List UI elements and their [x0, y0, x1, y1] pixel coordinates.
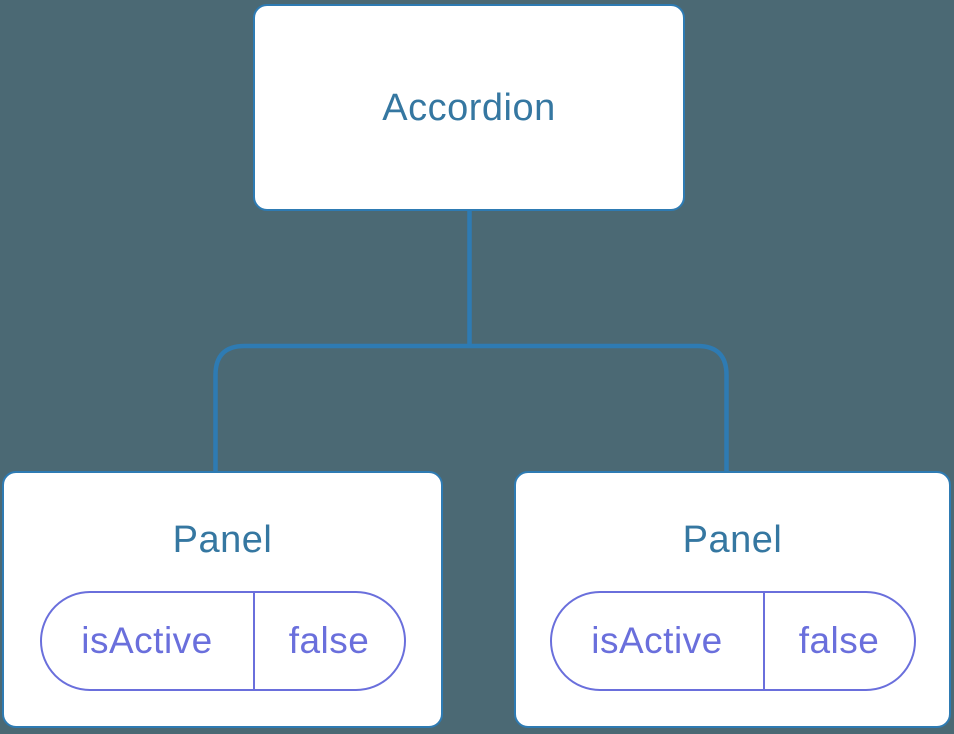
state-key-label: isActive [42, 593, 255, 689]
accordion-node: Accordion [253, 4, 685, 211]
branch-line [213, 343, 729, 472]
state-value-label: false [798, 620, 880, 661]
panel-node-right: Panel isActive false [514, 471, 951, 728]
state-key-label: isActive [552, 593, 765, 689]
panel-node-left: Panel isActive false [2, 471, 443, 728]
accordion-node-label: Accordion [382, 86, 556, 129]
state-value-label: false [288, 620, 370, 661]
panel-node-label: Panel [172, 519, 273, 561]
state-pill: isActive false [39, 591, 406, 691]
state-pill: isActive false [549, 591, 916, 691]
panel-node-label: Panel [682, 519, 783, 561]
